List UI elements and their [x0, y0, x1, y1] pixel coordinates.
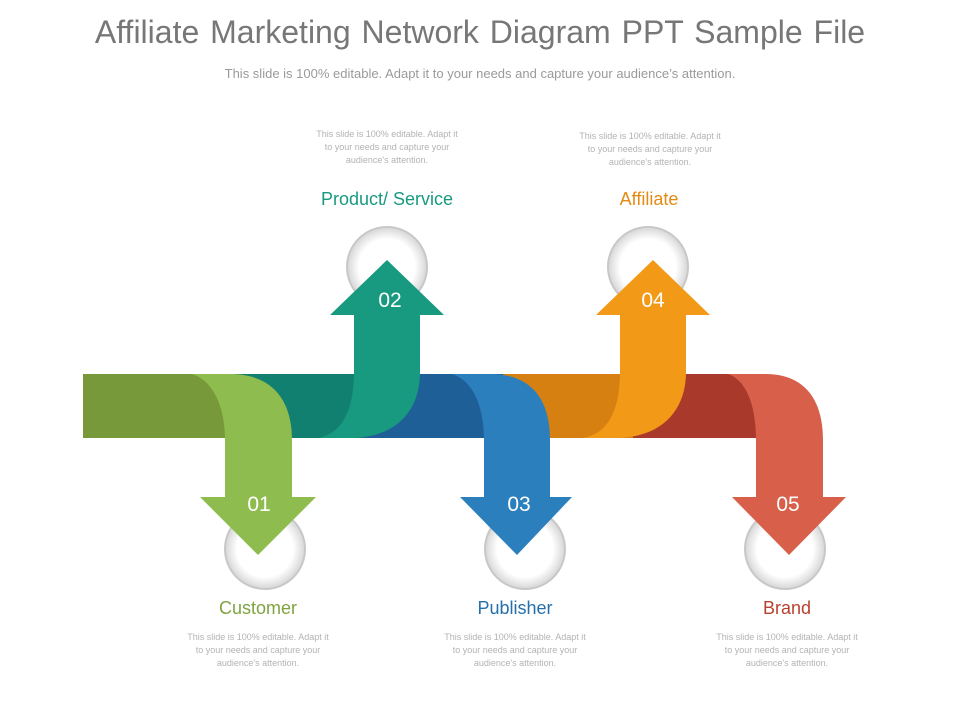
step-number-01: 01 — [247, 493, 271, 516]
step-description-01: This slide is 100% editable. Adapt it to… — [187, 632, 329, 668]
band-customer — [83, 374, 233, 438]
arrow-04 — [583, 260, 710, 438]
step-label-05: Brand — [762, 598, 812, 618]
arrow-05 — [728, 374, 846, 555]
step-description-02: This slide is 100% editable. Adapt it to… — [316, 129, 458, 165]
arrow-03 — [452, 374, 572, 555]
step-description-03: This slide is 100% editable. Adapt it to… — [444, 632, 586, 668]
step-description-05: This slide is 100% editable. Adapt it to… — [716, 632, 858, 668]
slide-title: Affiliate Marketing Network Diagram PPT … — [94, 14, 866, 50]
step-description-04: This slide is 100% editable. Adapt it to… — [579, 131, 721, 167]
step-label-02: Product/ Service — [320, 189, 454, 209]
step-number-02: 02 — [378, 289, 402, 312]
step-label-01: Customer — [218, 598, 298, 618]
step-label-04: Affiliate — [619, 189, 679, 209]
slide-subtitle: This slide is 100% editable. Adapt it to… — [224, 66, 736, 81]
arrow-01 — [192, 374, 316, 555]
arrow-02 — [318, 260, 444, 438]
step-number-05: 05 — [776, 493, 800, 516]
step-label-03: Publisher — [477, 598, 553, 618]
step-number-03: 03 — [507, 493, 531, 516]
step-number-04: 04 — [641, 289, 665, 312]
